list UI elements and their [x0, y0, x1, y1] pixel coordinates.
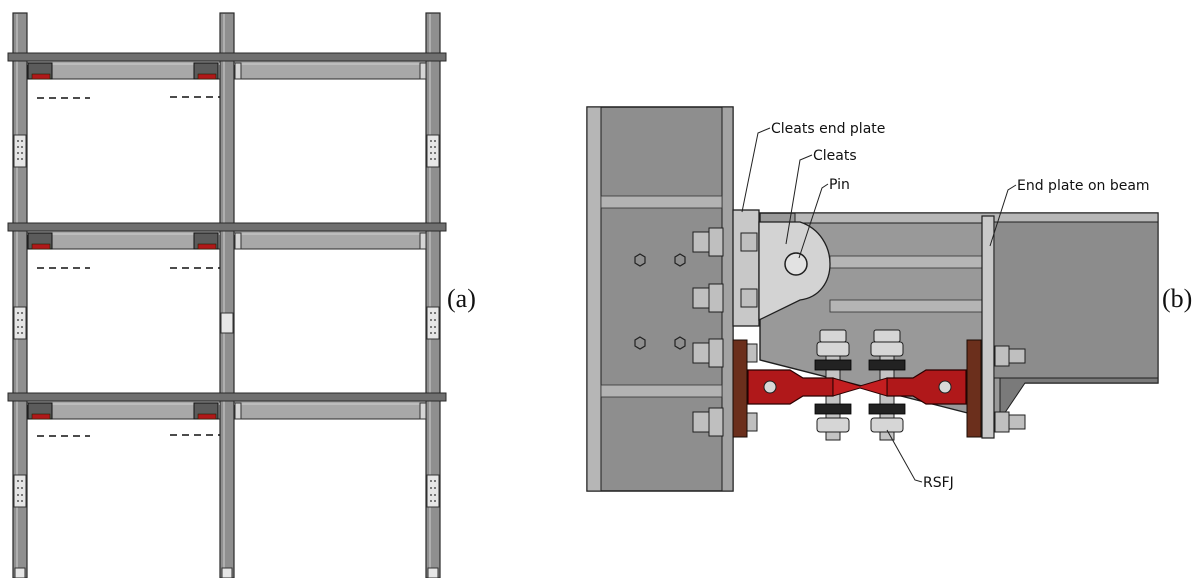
- beam-2-left: [26, 230, 221, 250]
- joint-plate-3b: [419, 402, 427, 420]
- label-pin: Pin: [829, 177, 850, 193]
- joint-plate-1a: [234, 62, 242, 80]
- frame-elevation: (a): [7, 12, 476, 578]
- slab-3: [7, 392, 447, 402]
- joint-plate-3a: [234, 402, 242, 420]
- rsfj-plate-left: [732, 339, 748, 438]
- rsfj: [747, 329, 967, 441]
- rsfj-plate-right: [966, 339, 982, 438]
- slab-1: [7, 52, 447, 62]
- joint-plate-2a: [234, 232, 242, 250]
- beam-3-left: [26, 400, 221, 420]
- rsfj-mini-3: [31, 413, 217, 420]
- dashed-lines-3: [37, 434, 220, 437]
- label-rsfj: RSFJ: [923, 475, 954, 491]
- dashed-lines-1: [37, 96, 220, 99]
- label-cleats-end-plate: Cleats end plate: [771, 121, 885, 137]
- detail-beam: [759, 212, 1159, 439]
- stiffener-bottom: [600, 384, 723, 398]
- rsfj-mini-1: [31, 73, 217, 80]
- splice-left-1: [13, 134, 27, 168]
- label-cleats: Cleats: [813, 148, 857, 164]
- connection-detail: Cleats end plate Cleats Pin End plate on…: [586, 106, 1192, 492]
- joint-plate-2b: [419, 232, 427, 250]
- hex-bolt-icon: [634, 253, 686, 350]
- panel-label-a: (a): [447, 284, 476, 313]
- splice-dots: [17, 140, 436, 502]
- stiffener-top: [600, 195, 723, 209]
- label-end-plate-on-beam: End plate on beam: [1017, 178, 1150, 194]
- leader-lines: [741, 127, 1017, 483]
- floor-3: [7, 392, 447, 437]
- beam-1-left: [26, 60, 221, 80]
- splice-middle-2: [220, 312, 234, 334]
- base-right: [427, 567, 439, 578]
- end-plate-on-beam: [981, 215, 995, 439]
- pin-icon: [784, 252, 808, 276]
- joint-plate-1b: [419, 62, 427, 80]
- cleats-end-plate: [732, 209, 760, 327]
- splice-right-2: [426, 306, 440, 340]
- splice-right-3: [426, 474, 440, 508]
- floor-2: [7, 222, 447, 269]
- slab-2: [7, 222, 447, 232]
- floor-1: [7, 52, 447, 99]
- beam-endplate-bolts: [994, 345, 1026, 433]
- splice-left-3: [13, 474, 27, 508]
- splice-right-1: [426, 134, 440, 168]
- base-left: [14, 567, 26, 578]
- base-middle: [221, 567, 233, 578]
- splice-left-2: [13, 306, 27, 340]
- panel-label-b: (b): [1162, 284, 1192, 313]
- flange-bolts: [692, 227, 758, 437]
- rsfj-mini-2: [31, 243, 217, 250]
- column-middle: [219, 12, 235, 578]
